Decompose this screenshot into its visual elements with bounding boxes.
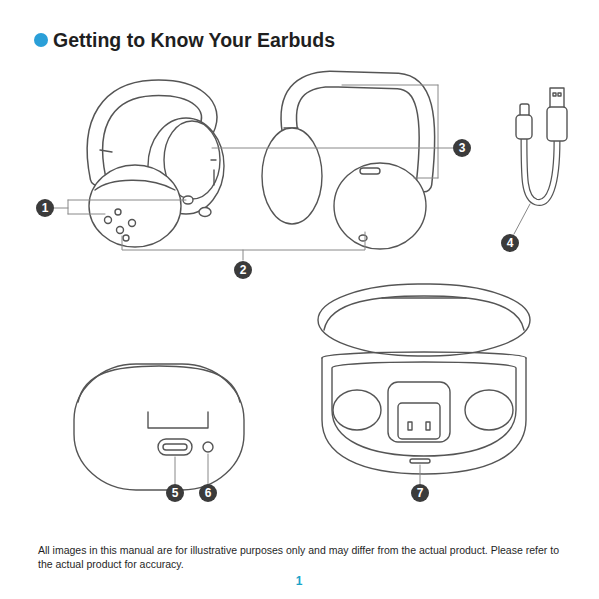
page-number: 1 [296,574,303,588]
callout-number: 1 [36,199,54,217]
callout-number: 3 [453,139,471,157]
disclaimer-caption: All images in this manual are for illust… [38,543,573,571]
callout-number: 7 [411,484,429,502]
callout-number: 6 [199,484,217,502]
callout-number: 2 [234,261,252,279]
callout-number: 4 [501,234,519,252]
callout-number: 5 [166,484,184,502]
page-title: Getting to Know Your Earbuds [53,31,335,51]
